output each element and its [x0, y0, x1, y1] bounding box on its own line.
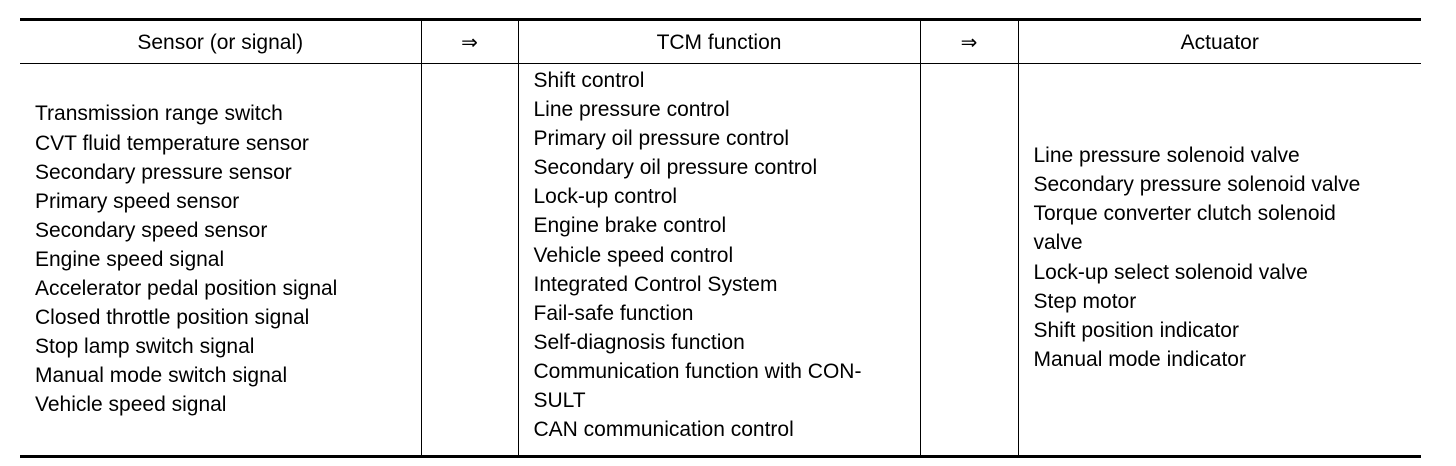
list-item: SULT: [533, 389, 586, 413]
list-item: Integrated Control System: [533, 272, 778, 296]
right-double-arrow-icon: ⇒: [960, 30, 978, 54]
list-item: Accelerator pedal position signal: [35, 277, 338, 301]
list-item: Secondary pressure sensor: [35, 160, 292, 184]
arrow-spacer-cell: [420, 63, 518, 457]
list-item: Manual mode indicator: [1033, 347, 1246, 371]
list-item: Self-diagnosis function: [533, 330, 745, 354]
tcm-control-table: Sensor (or signal) ⇒ TCM function ⇒ Actu…: [20, 18, 1421, 458]
right-double-arrow-icon: ⇒: [461, 30, 478, 54]
table-row: Transmission range switch CVT fluid temp…: [20, 63, 1421, 457]
actuator-list: Line pressure solenoid valve Secondary p…: [1034, 141, 1416, 374]
list-item: CVT fluid temperature sensor: [35, 131, 309, 155]
list-item: Fail-safe function: [533, 301, 694, 325]
actuator-cell: Line pressure solenoid valve Secondary p…: [1017, 63, 1421, 457]
list-item: Shift position indicator: [1033, 318, 1239, 342]
header-actuator: Actuator: [1017, 19, 1421, 64]
list-item: Manual mode switch signal: [35, 364, 288, 388]
sensor-list: Transmission range switch CVT fluid temp…: [35, 99, 421, 419]
list-item: Torque converter clutch solenoid: [1033, 202, 1336, 226]
list-item: Lock-up select solenoid valve: [1033, 260, 1308, 284]
list-item: Secondary speed sensor: [35, 218, 268, 242]
list-item: Secondary pressure solenoid valve: [1033, 173, 1361, 197]
list-item: Vehicle speed control: [533, 243, 734, 267]
tcm-function-cell: Shift control Line pressure control Prim…: [517, 63, 920, 457]
header-arrow-1: ⇒: [420, 19, 518, 64]
list-item: Line pressure solenoid valve: [1033, 144, 1300, 168]
list-item: CAN communication control: [533, 418, 794, 442]
header-tcm-function: TCM function: [517, 19, 920, 64]
list-item: Secondary oil pressure control: [533, 156, 818, 180]
table-body: Transmission range switch CVT fluid temp…: [20, 63, 1421, 457]
list-item: Engine speed signal: [35, 247, 225, 271]
list-item: Closed throttle position signal: [35, 306, 310, 330]
list-item: Lock-up control: [533, 185, 678, 209]
header-sensor: Sensor (or signal): [20, 19, 421, 64]
list-item: Vehicle speed signal: [35, 393, 227, 417]
tcm-function-list: Shift control Line pressure control Prim…: [534, 66, 920, 444]
list-item: Engine brake control: [533, 214, 727, 238]
list-item: Line pressure control: [533, 98, 730, 122]
list-item: Shift control: [533, 69, 645, 92]
list-item: Step motor: [1033, 289, 1137, 313]
list-item: Primary speed sensor: [35, 189, 240, 213]
list-item: valve: [1033, 231, 1083, 255]
sensor-cell: Transmission range switch CVT fluid temp…: [20, 64, 421, 457]
list-item: Communication function with CON-: [533, 359, 862, 383]
header-row: Sensor (or signal) ⇒ TCM function ⇒ Actu…: [20, 19, 1421, 64]
list-item: Primary oil pressure control: [533, 127, 790, 151]
header-arrow-2: ⇒: [919, 19, 1018, 64]
list-item: Transmission range switch: [35, 102, 283, 126]
list-item: Stop lamp switch signal: [35, 335, 255, 359]
arrow-spacer-cell: [919, 63, 1018, 457]
table-header: Sensor (or signal) ⇒ TCM function ⇒ Actu…: [20, 19, 1421, 64]
